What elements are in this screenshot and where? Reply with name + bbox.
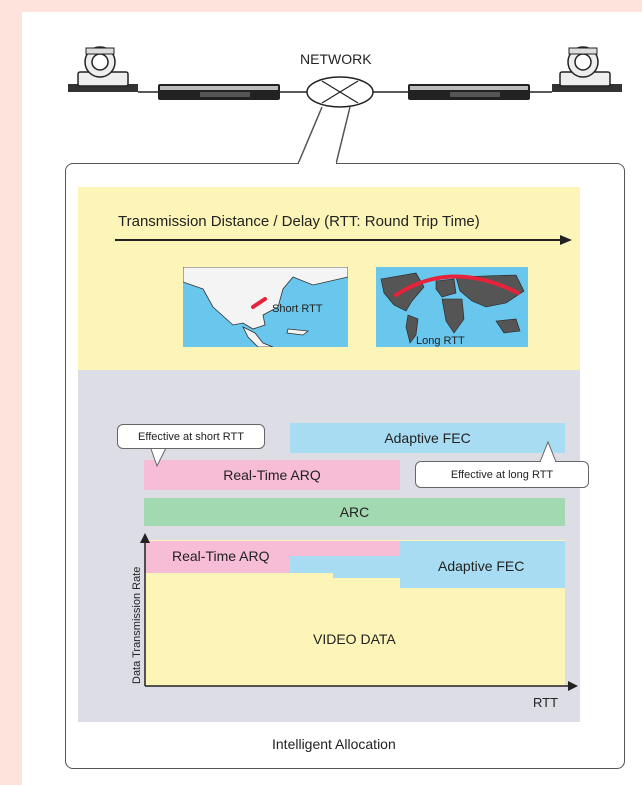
map-short-rtt [183, 267, 348, 347]
pointer-gap [299, 162, 336, 165]
network-label: NETWORK [300, 51, 372, 67]
graph-fec-label: Adaptive FEC [438, 558, 525, 574]
long-rtt-callout: Effective at long RTT [415, 461, 589, 488]
y-axis-arrow [140, 533, 150, 543]
adaptive-fec-bar: Adaptive FEC [290, 423, 565, 453]
graph-arq-label: Real-Time ARQ [172, 548, 270, 564]
arq-area [145, 541, 400, 573]
camera-right-icon [552, 46, 622, 92]
rtt-arrow [115, 235, 572, 245]
arc-bar: ARC [144, 498, 565, 526]
short-rtt-label: Short RTT [272, 303, 323, 315]
graph-video-label: VIDEO DATA [313, 631, 396, 647]
codec-left-icon [158, 84, 280, 100]
intelligent-allocation-label: Intelligent Allocation [272, 736, 396, 752]
fec-area [290, 541, 565, 588]
x-axis-arrow [568, 681, 578, 691]
graph-y-label: Data Transmission Rate [131, 566, 143, 684]
tail-join-long [541, 460, 555, 462]
network-illustration [68, 46, 622, 165]
world-map-icon [380, 272, 525, 344]
short-rtt-callout: Effective at short RTT [117, 424, 265, 449]
real-time-arq-bar: Real-Time ARQ [144, 460, 400, 490]
network-icon [306, 76, 374, 108]
graph-x-label: RTT [533, 695, 559, 710]
tail-join-short [151, 445, 166, 447]
camera-left-icon [68, 46, 138, 92]
long-rtt-label: Long RTT [416, 335, 465, 347]
rtt-title: Transmission Distance / Delay (RTT: Roun… [118, 213, 480, 230]
north-america-map-icon [183, 267, 348, 347]
codec-right-icon [408, 84, 530, 100]
map-long-rtt [376, 267, 528, 347]
